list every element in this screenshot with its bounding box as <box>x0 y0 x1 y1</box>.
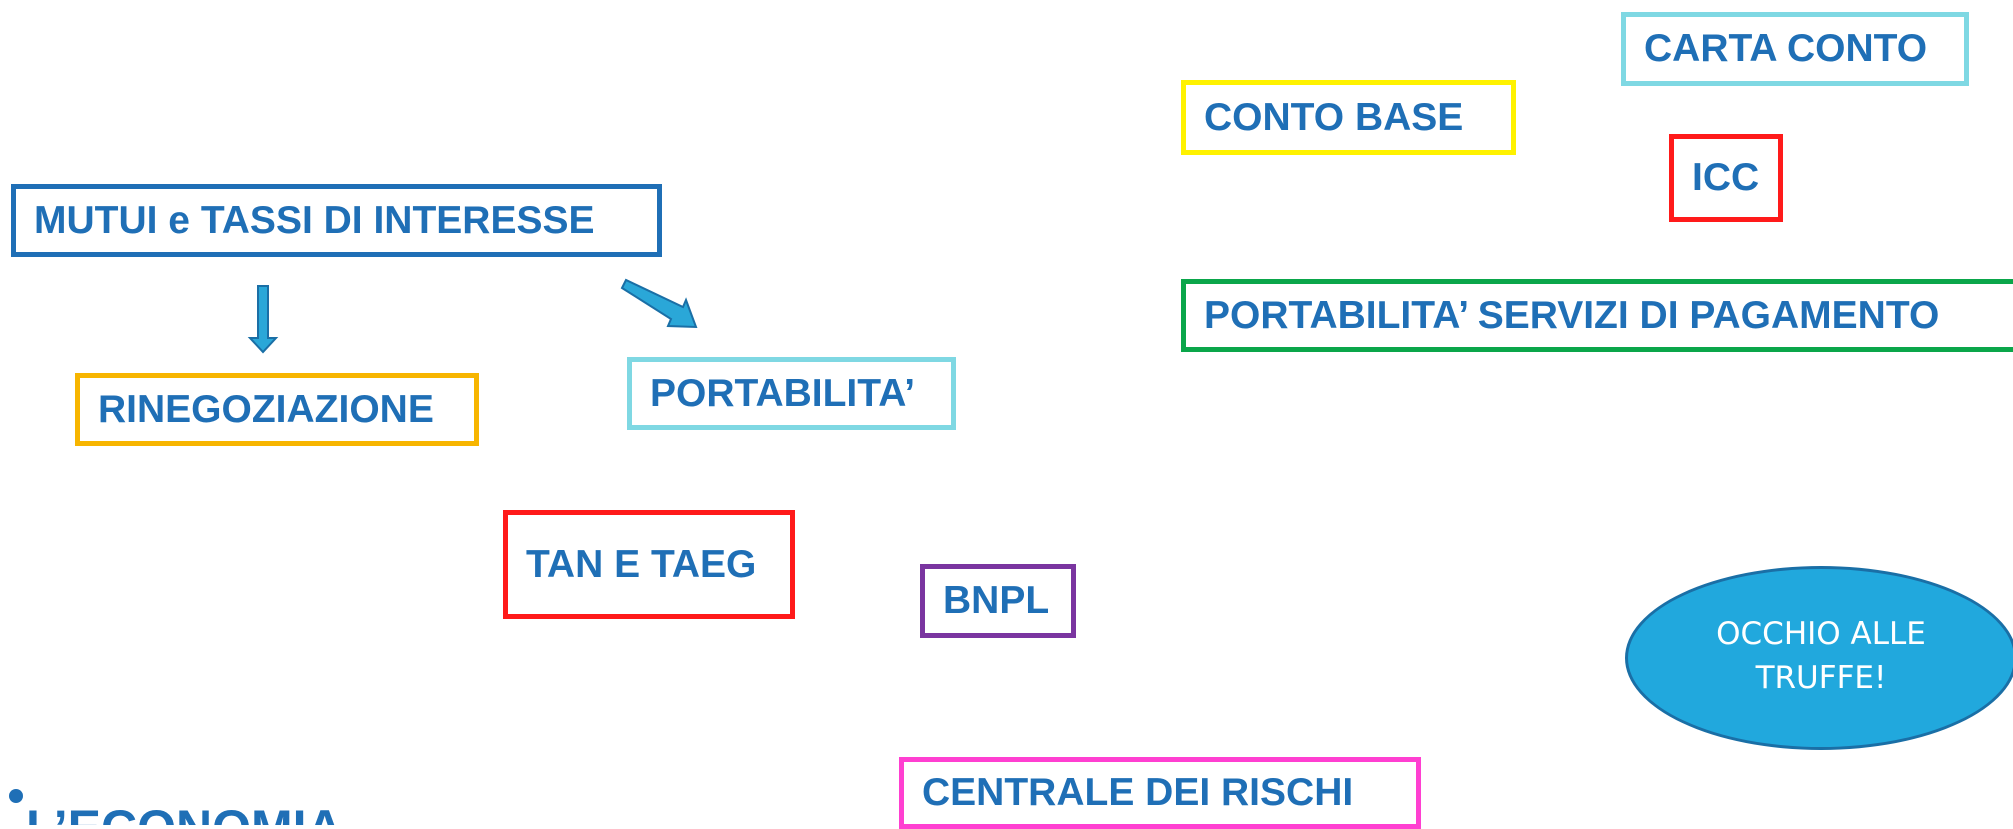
rinegoziazione-label: RINEGOZIAZIONE <box>98 387 434 431</box>
carta-conto-box: CARTA CONTO <box>1621 12 1969 86</box>
conto-base-label: CONTO BASE <box>1204 95 1464 139</box>
bnpl-box: BNPL <box>920 564 1076 638</box>
carta-conto-label: CARTA CONTO <box>1644 27 1928 70</box>
portabilita-servizi-box: PORTABILITA’ SERVIZI DI PAGAMENTO <box>1181 279 2013 352</box>
arrow-down-rinegoziazione <box>247 285 279 354</box>
mutui-tassi-box: MUTUI e TASSI DI INTERESSE <box>11 184 662 257</box>
rinegoziazione-box: RINEGOZIAZIONE <box>75 373 479 446</box>
mutui-tassi-label: MUTUI e TASSI DI INTERESSE <box>34 198 595 242</box>
icc-box: ICC <box>1669 134 1783 222</box>
tan-taeg-label: TAN E TAEG <box>526 542 757 586</box>
centrale-rischi-box: CENTRALE DEI RISCHI <box>899 757 1421 829</box>
truffe-line-1: OCCHIO ALLE <box>1716 616 1926 652</box>
portabilita-box: PORTABILITA’ <box>627 357 956 430</box>
icc-label: ICC <box>1692 156 1760 199</box>
truffe-line-2: TRUFFE! <box>1755 660 1887 696</box>
portabilita-label: PORTABILITA’ <box>650 371 916 415</box>
tan-taeg-box: TAN E TAEG <box>503 510 795 619</box>
logo-dot-icon <box>9 789 23 803</box>
logo: L’ECONOMIA <box>0 808 343 825</box>
portabilita-servizi-label: PORTABILITA’ SERVIZI DI PAGAMENTO <box>1204 293 1940 337</box>
truffe-callout-text: OCCHIO ALLE TRUFFE! <box>1625 612 2013 700</box>
bnpl-label: BNPL <box>943 579 1050 622</box>
truffe-callout <box>1625 566 2013 750</box>
arrow-diagonal-portabilita <box>620 278 698 329</box>
centrale-rischi-label: CENTRALE DEI RISCHI <box>922 771 1354 814</box>
conto-base-box: CONTO BASE <box>1181 80 1516 155</box>
logo-text: L’ECONOMIA <box>26 808 343 825</box>
